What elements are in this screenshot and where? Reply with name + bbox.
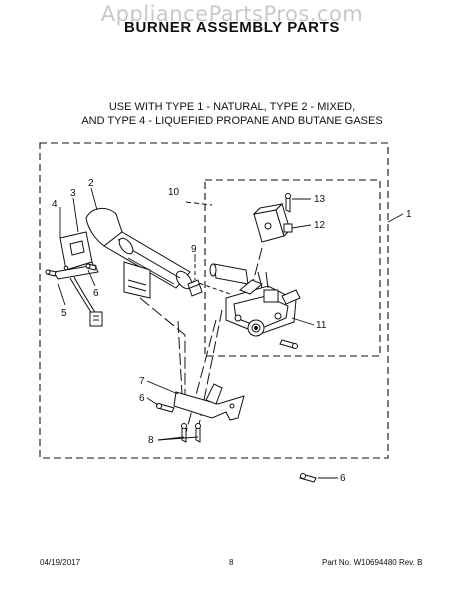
- outer-dashed-boundary: [39, 142, 389, 459]
- leader-lines: [57, 187, 404, 479]
- callout-6b: 6: [139, 393, 145, 404]
- subtitle-line-2: AND TYPE 4 - LIQUEFIED PROPANE AND BUTAN…: [81, 115, 383, 127]
- watermark: AppliancePartsPros.com: [100, 2, 364, 26]
- page-title: BURNER ASSEMBLY PARTS: [124, 19, 340, 36]
- orifice: [187, 279, 203, 297]
- gas-valve: [209, 263, 301, 337]
- footer-revision: Rev. B: [399, 558, 423, 567]
- callout-10: 10: [168, 187, 180, 198]
- callout-5: 5: [61, 308, 67, 319]
- footer-page-number: 8: [229, 558, 234, 567]
- valve-bracket: [173, 383, 245, 421]
- footer-date: 04/19/2017: [40, 558, 81, 567]
- subtitle-line-1: USE WITH TYPE 1 - NATURAL, TYPE 2 - MIXE…: [108, 101, 356, 113]
- footer-part-number: Part No. W10694480: [322, 558, 397, 567]
- screws: [45, 193, 317, 483]
- callout-8: 8: [148, 435, 154, 446]
- callout-3: 3: [70, 188, 76, 199]
- callout-12: 12: [314, 220, 326, 231]
- callout-6c: 6: [340, 473, 346, 484]
- subtitle: USE WITH TYPE 1 - NATURAL, TYPE 2 - MIXE…: [0, 100, 464, 128]
- valve-dashed-boundary: [204, 179, 381, 357]
- burner-tube: [85, 208, 193, 290]
- callout-4: 4: [52, 199, 58, 210]
- callout-6a: 6: [93, 288, 99, 299]
- valve-coil: [252, 203, 293, 243]
- callout-2: 2: [88, 178, 94, 189]
- callout-9: 9: [191, 244, 197, 255]
- callout-11: 11: [316, 320, 327, 331]
- callout-1: 1: [406, 209, 412, 220]
- heat-shield: [123, 261, 151, 299]
- callout-13: 13: [314, 194, 326, 205]
- callout-7: 7: [139, 376, 145, 387]
